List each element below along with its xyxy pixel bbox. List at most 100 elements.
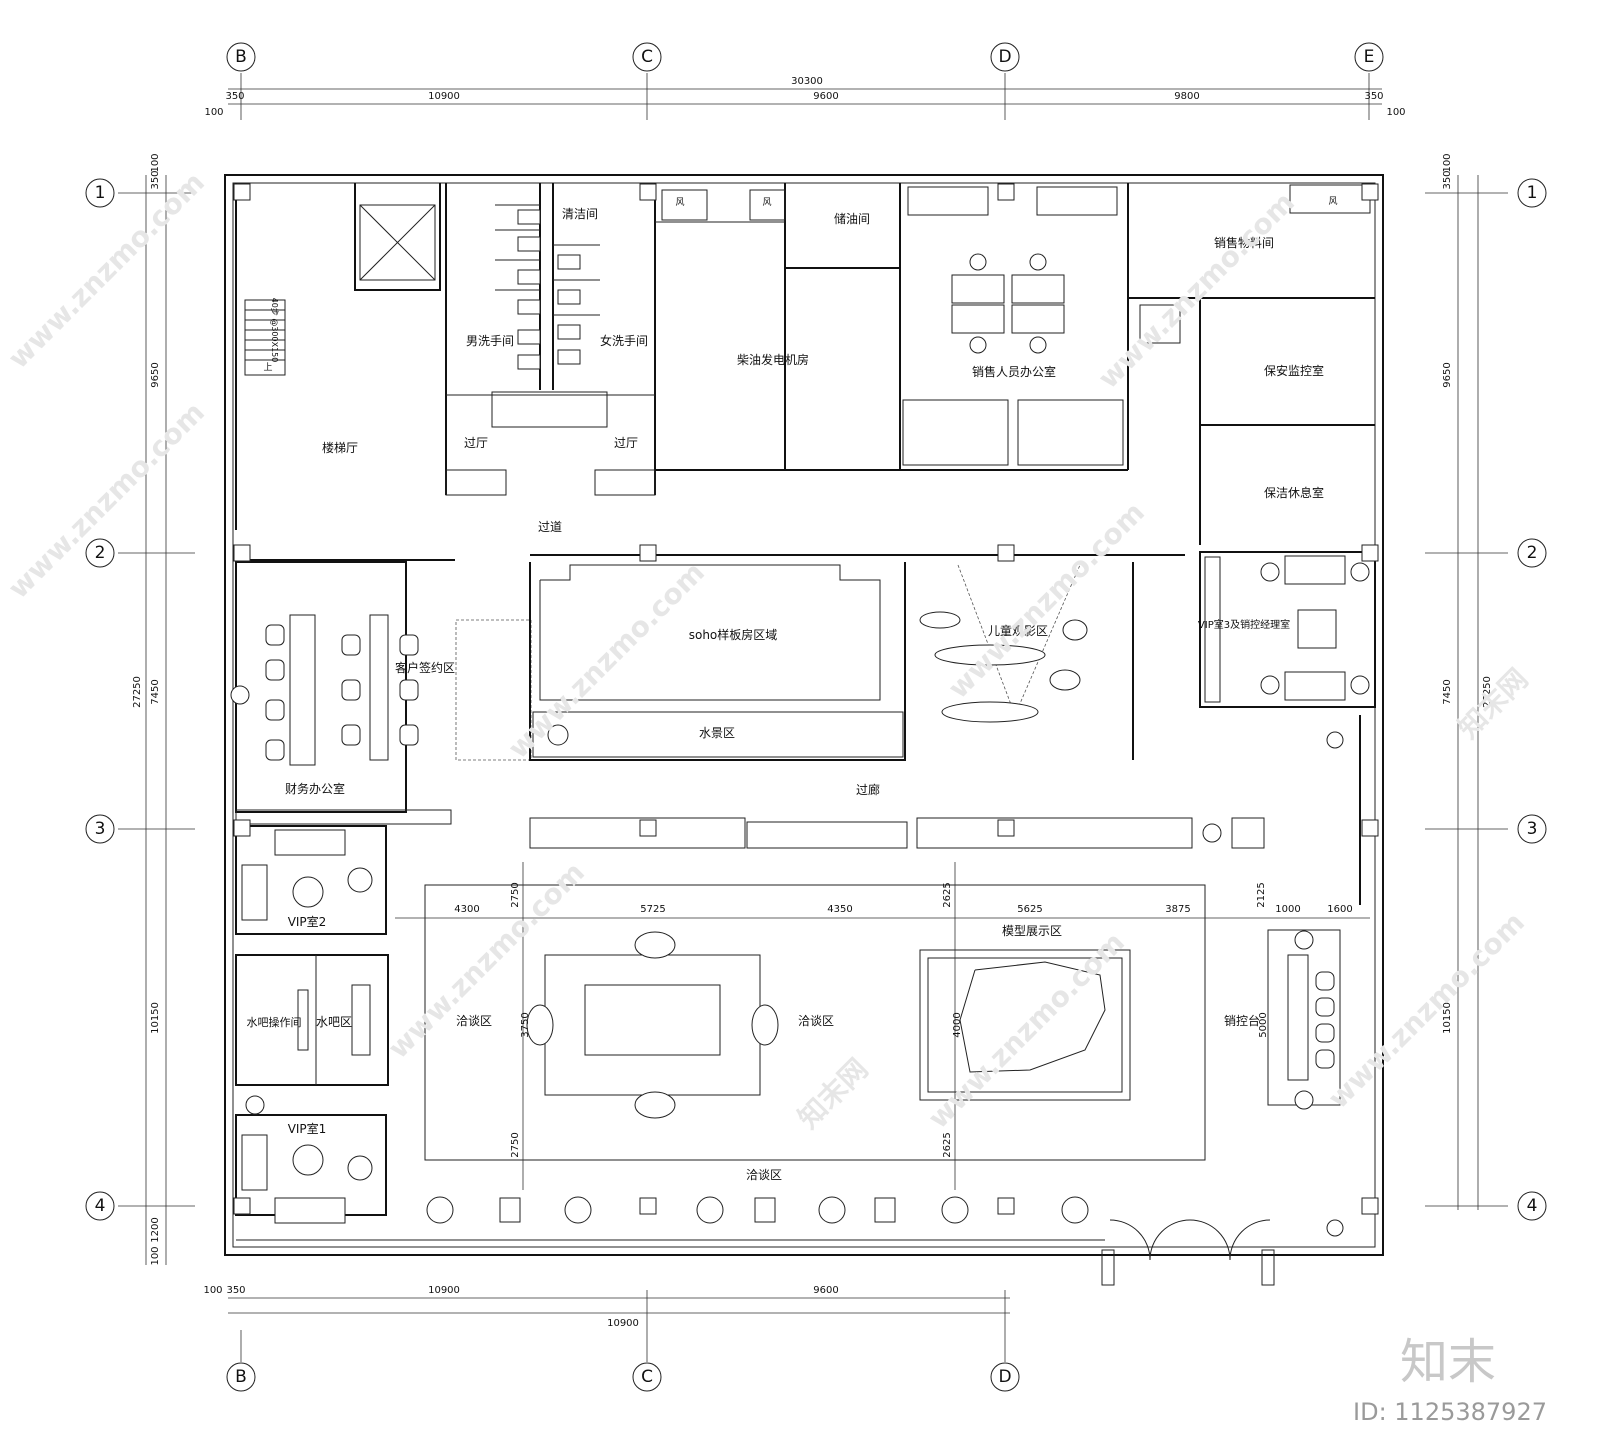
dim-top-350-left: 350 <box>225 91 244 102</box>
label-gallery: 过廊 <box>856 782 880 797</box>
grid-axes: B C D E B C D 1 2 3 4 1 2 3 4 <box>85 42 1547 1392</box>
dim-bottom-overall: 10900 <box>607 1318 639 1329</box>
grid-label-b-top: B <box>235 47 247 67</box>
dim-inner-2125: 2125 <box>1256 882 1267 907</box>
label-sales-office: 销售人员办公室 <box>972 364 1056 379</box>
grid-bubble-4-left <box>85 1191 115 1221</box>
dim-top-9800: 9800 <box>1174 91 1199 102</box>
dim-bottom-10900: 10900 <box>428 1285 460 1296</box>
grid-bubble-d-bottom <box>990 1362 1020 1392</box>
label-bar: 水吧区 <box>316 1015 352 1029</box>
label-lobby-right: 过厅 <box>614 436 638 450</box>
grid-bubble-c-bottom <box>632 1362 662 1392</box>
label-vip3: VIP室3及销控经理室 <box>1198 618 1290 631</box>
dim-inner-4300: 4300 <box>454 904 479 915</box>
watermark-site-1: www.znzmo.com <box>2 166 211 375</box>
room-labels: 楼梯厅 上 40步 @300X150 清洁间 男洗手间 女洗手间 过厅 过厅 储… <box>247 196 1338 1182</box>
label-negotiation-bottom: 洽谈区 <box>746 1168 782 1182</box>
label-vip1: VIP室1 <box>288 1121 327 1136</box>
label-sales-desk: 销控台 <box>1224 1013 1260 1028</box>
dim-top-350-right: 350 <box>1364 91 1383 102</box>
watermark-site-4: www.znzmo.com <box>382 856 591 1065</box>
grid-bubble-1-left <box>85 178 115 208</box>
brand-logo: 知末 <box>1400 1334 1496 1390</box>
watermark-cn-1: 知末网 <box>1452 662 1535 745</box>
grid-label-c-bottom: C <box>641 1367 653 1387</box>
grid-bubble-b-top <box>226 42 256 72</box>
label-security: 保安监控室 <box>1264 363 1324 378</box>
image-id: ID: 1125387927 <box>1353 1398 1547 1426</box>
label-vent-3: 风 <box>1328 196 1337 207</box>
dim-left-1200: 1200 <box>150 1217 161 1242</box>
label-finance: 财务办公室 <box>285 781 345 796</box>
grid-bubble-3-left <box>85 814 115 844</box>
label-vent-2: 风 <box>762 197 771 208</box>
grid-label-d-bottom: D <box>998 1367 1011 1387</box>
grid-label-4-left: 4 <box>95 1196 106 1216</box>
grid-bubble-3-right <box>1517 814 1547 844</box>
label-negotiation-right: 洽谈区 <box>798 1014 834 1028</box>
label-mens: 男洗手间 <box>466 334 514 348</box>
label-stair-hall: 楼梯厅 <box>322 440 358 455</box>
dim-left-100: 100 <box>150 153 161 172</box>
grid-bubble-b-bottom <box>226 1362 256 1392</box>
grid-bubble-4-right <box>1517 1191 1547 1221</box>
grid-label-c-top: C <box>641 47 653 67</box>
furniture <box>230 186 1370 1237</box>
label-sales-storage: 销售物料间 <box>1214 235 1274 250</box>
label-womens: 女洗手间 <box>600 333 648 348</box>
label-corridor: 过道 <box>538 520 562 534</box>
dim-inner-2625-top: 2625 <box>942 882 953 907</box>
grid-bubble-e-top <box>1354 42 1384 72</box>
dim-inner-2625-bottom: 2625 <box>942 1132 953 1157</box>
dim-inner-4000: 4000 <box>952 1012 963 1037</box>
dim-top-overall: 30300 <box>791 76 823 87</box>
dim-inner-1000: 1000 <box>1275 904 1300 915</box>
watermark-cn-2: 知末网 <box>792 1052 875 1135</box>
watermark-site-7: www.znzmo.com <box>1322 906 1531 1115</box>
dim-right-350: 350 <box>1442 170 1453 189</box>
grid-bubble-1-right <box>1517 178 1547 208</box>
dim-left-overall: 27250 <box>132 676 143 708</box>
interior-walls <box>235 183 1376 1286</box>
dim-inner-5725: 5725 <box>640 904 665 915</box>
dim-right-overall: 27250 <box>1482 676 1493 708</box>
dim-right-10150: 10150 <box>1442 1002 1453 1034</box>
dimension-lines <box>145 88 1479 1314</box>
dim-left-100-bottom: 100 <box>150 1246 161 1265</box>
dim-bottom-350: 350 <box>226 1285 245 1296</box>
dim-inner-3875: 3875 <box>1165 904 1190 915</box>
grid-label-3-left: 3 <box>95 819 106 839</box>
dim-left-350: 350 <box>150 170 161 189</box>
dim-inner-3750: 3750 <box>520 1012 531 1037</box>
label-bar-ops: 水吧操作间 <box>247 1015 302 1029</box>
dim-right-9650: 9650 <box>1442 362 1453 387</box>
dim-inner-2750-top: 2750 <box>510 882 521 907</box>
grid-label-3-right: 3 <box>1527 819 1538 839</box>
dim-bottom-100: 100 <box>203 1285 222 1296</box>
dim-inner-5625: 5625 <box>1017 904 1042 915</box>
dim-top-9600: 9600 <box>813 91 838 102</box>
dim-left-10150: 10150 <box>150 1002 161 1034</box>
dim-inner-5000: 5000 <box>1258 1012 1269 1037</box>
label-kids-theater: 儿童观影区 <box>988 623 1048 638</box>
label-water-feature: 水景区 <box>699 726 735 740</box>
inner-dimensions: 4300 2750 5725 4350 2625 5625 3875 2125 … <box>395 862 1370 1190</box>
outer-walls <box>224 174 1384 1256</box>
dim-left-9650: 9650 <box>150 362 161 387</box>
grid-label-1-left: 1 <box>95 183 106 203</box>
label-oil-storage: 储油间 <box>834 211 870 226</box>
dim-inner-2750-bottom: 2750 <box>510 1132 521 1157</box>
dim-top-100-left: 100 <box>204 107 223 118</box>
grid-label-b-bottom: B <box>235 1367 247 1387</box>
label-negotiation-left: 洽谈区 <box>456 1014 492 1028</box>
dim-inner-1600: 1600 <box>1327 904 1352 915</box>
grid-bubble-c-top <box>632 42 662 72</box>
grid-label-e-top: E <box>1364 47 1375 67</box>
label-stair-up: 上 <box>263 362 272 373</box>
watermark-site-8: www.znzmo.com <box>942 496 1151 705</box>
label-model-display: 模型展示区 <box>1002 924 1062 938</box>
grid-label-1-right: 1 <box>1527 183 1538 203</box>
label-cleaner-rest: 保洁休息室 <box>1264 485 1324 500</box>
grid-label-d-top: D <box>998 47 1011 67</box>
